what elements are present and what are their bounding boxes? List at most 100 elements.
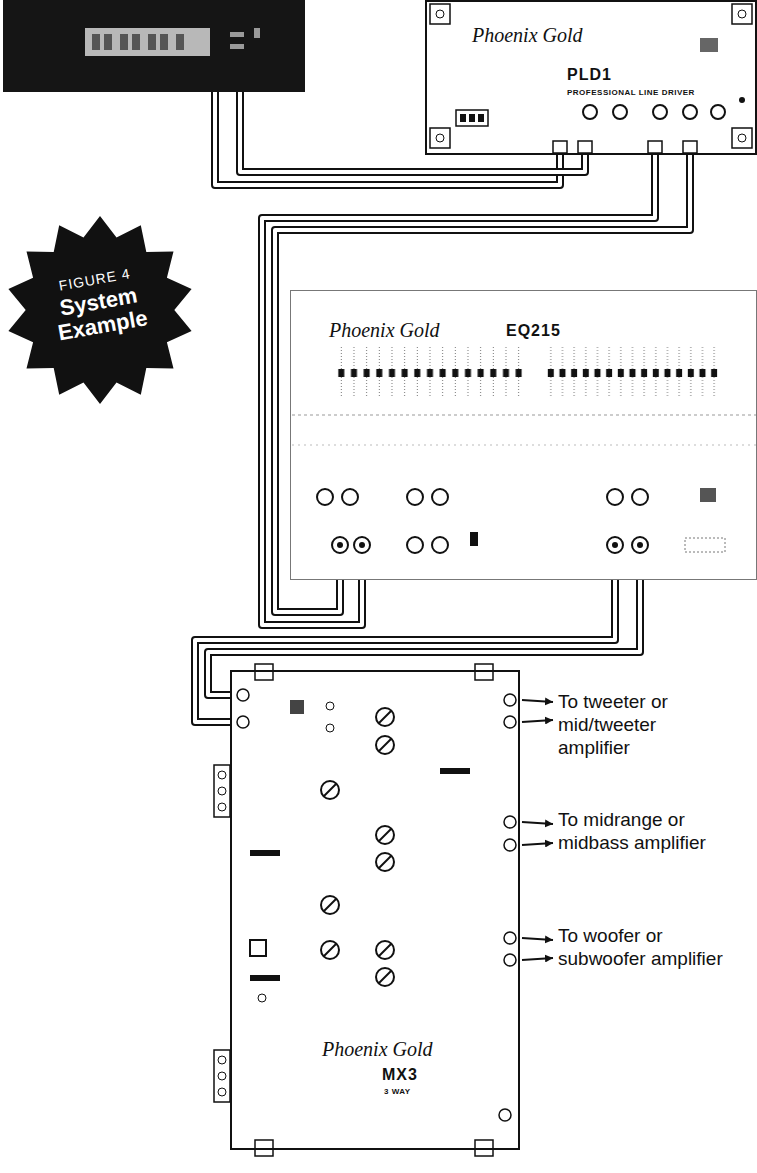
level-knob — [632, 489, 648, 505]
cable-core — [262, 155, 655, 625]
level-knob — [376, 941, 394, 959]
terminal-block — [214, 765, 230, 817]
mounting-hole — [436, 10, 444, 18]
level-knob — [376, 708, 394, 726]
level-knob — [376, 736, 394, 754]
display-segment — [92, 34, 100, 50]
rca-cable — [262, 155, 655, 625]
brand-logo: Phoenix Gold — [322, 1038, 433, 1061]
mounting-tab — [430, 4, 450, 24]
rca-jack-pin — [359, 542, 365, 548]
indicator — [258, 994, 266, 1002]
mounting-tab — [255, 1140, 273, 1156]
terminal-screw — [460, 114, 466, 122]
display-segment — [176, 34, 184, 50]
level-knob — [407, 489, 423, 505]
head-unit — [3, 0, 305, 92]
output-arrow — [522, 700, 553, 702]
rca-jack — [332, 537, 348, 553]
brand-logo: Phoenix Gold — [472, 24, 583, 47]
rca-jack-pin — [337, 542, 343, 548]
gain-knob — [653, 105, 667, 119]
rca-plug — [683, 141, 697, 153]
status-led — [739, 97, 745, 103]
badge — [700, 488, 716, 502]
rca-jack — [683, 105, 697, 119]
rca-jack — [504, 716, 516, 728]
switch — [250, 850, 280, 856]
head-unit-button — [230, 44, 244, 49]
display-segment — [120, 34, 128, 50]
frequency-knob — [321, 781, 339, 799]
cable-jacket — [208, 580, 640, 695]
switch — [440, 768, 470, 774]
equalizer-box: Phoenix GoldEQ215 — [290, 290, 757, 580]
switch — [250, 975, 280, 981]
panel-divider — [292, 445, 757, 446]
output-arrow — [522, 822, 553, 824]
cable-jacket — [275, 155, 690, 612]
knob-pointer — [324, 784, 336, 796]
cable-jacket — [262, 155, 655, 625]
output-label: To midrange or midbass amplifier — [558, 808, 728, 854]
connector-port — [250, 940, 266, 956]
rca-plug — [553, 141, 567, 153]
rca-plug — [578, 141, 592, 153]
mounting-hole — [738, 134, 746, 142]
rca-jack — [354, 537, 370, 553]
level-knob — [376, 826, 394, 844]
terminal-screw — [478, 114, 484, 122]
cable-core — [275, 155, 690, 612]
display-segment — [104, 34, 112, 50]
head-unit-display — [85, 28, 210, 56]
mounting-tab — [430, 128, 450, 148]
rca-jack — [237, 689, 249, 701]
model-subtitle: PROFESSIONAL LINE DRIVER — [567, 88, 695, 97]
rca-jack-pin — [612, 542, 618, 548]
rca-jack — [504, 839, 516, 851]
head-unit-button — [230, 32, 244, 37]
switch — [470, 532, 478, 546]
output-arrow — [522, 938, 553, 940]
figure-starburst: FIGURE 4System Example — [5, 215, 195, 405]
power-terminal — [456, 110, 488, 126]
bass-knob — [321, 941, 339, 959]
brand-logo: Phoenix Gold — [329, 319, 440, 342]
rca-jack — [632, 537, 648, 553]
knob-pointer — [379, 829, 391, 841]
panel-divider — [292, 415, 757, 416]
rca-jack — [613, 105, 627, 119]
level-knob — [607, 489, 623, 505]
output-arrow — [522, 720, 553, 722]
knob-pointer — [379, 711, 391, 723]
badge — [700, 38, 718, 52]
mounting-tab — [255, 664, 273, 680]
rca-cable — [208, 580, 640, 695]
rca-jack — [711, 105, 725, 119]
level-knob — [432, 489, 448, 505]
cable-core — [208, 580, 640, 695]
rca-plug — [648, 141, 662, 153]
output-arrow — [522, 843, 553, 845]
level-knob — [376, 968, 394, 986]
rca-jack — [607, 537, 623, 553]
model-name: PLD1 — [567, 66, 612, 84]
knob-pointer — [324, 899, 336, 911]
display-segment — [160, 34, 168, 50]
output-arrow — [522, 958, 553, 960]
rca-cable — [240, 92, 585, 172]
rca-jack — [504, 932, 516, 944]
rca-jack — [504, 954, 516, 966]
display-segment — [148, 34, 156, 50]
mounting-tab — [475, 1140, 493, 1156]
terminal-screw — [218, 1072, 226, 1080]
level-knob — [342, 489, 358, 505]
display-segment — [132, 34, 140, 50]
head-unit-button — [254, 28, 260, 38]
knob-pointer — [379, 971, 391, 983]
knob-pointer — [324, 944, 336, 956]
frequency-knob — [321, 896, 339, 914]
terminal-screw — [218, 1088, 226, 1096]
